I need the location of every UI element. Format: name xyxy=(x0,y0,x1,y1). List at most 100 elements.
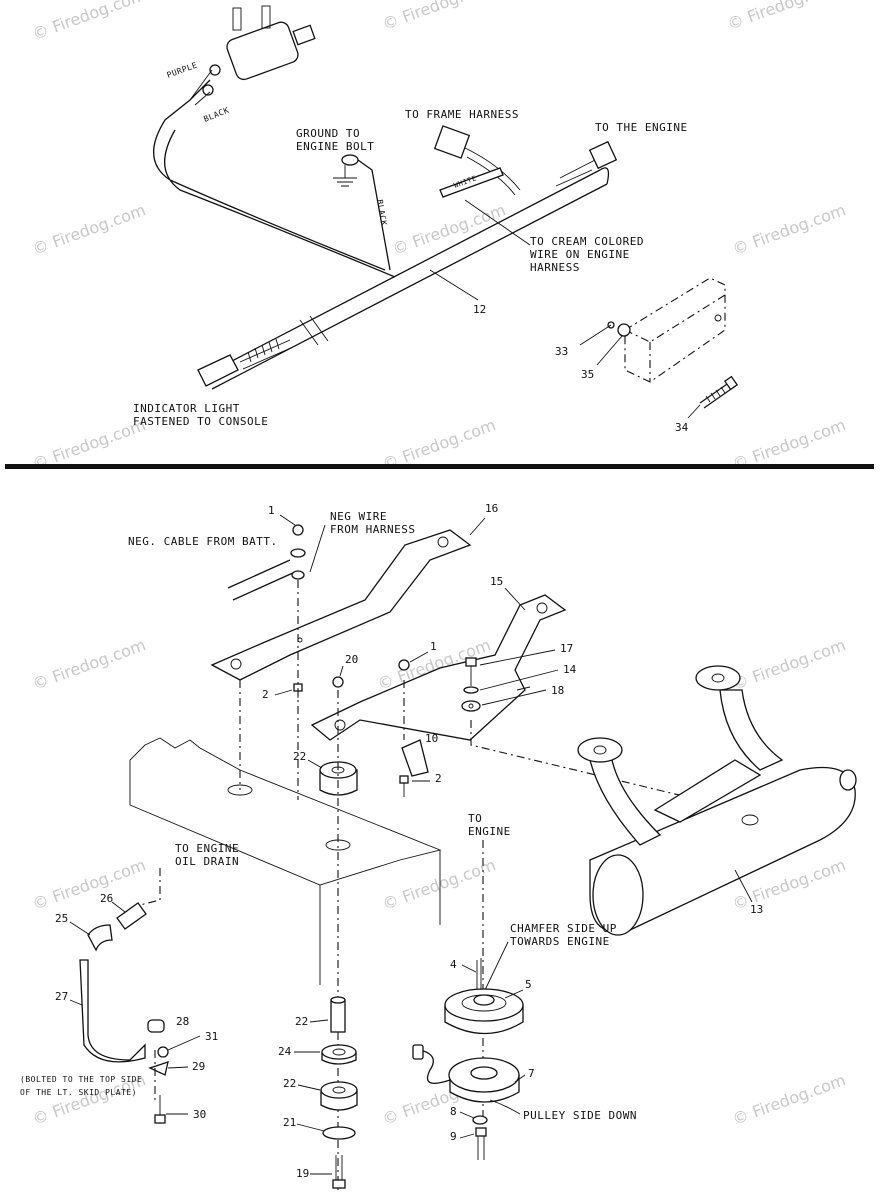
watermark: © Firedog.com xyxy=(730,635,848,694)
part-number: 33 xyxy=(555,345,568,358)
nut-1b xyxy=(398,659,410,671)
p16-leader xyxy=(469,517,486,536)
p8-leader xyxy=(459,1111,475,1119)
harness-loop xyxy=(152,79,396,278)
part-number: 24 xyxy=(278,1045,292,1058)
washer-14 xyxy=(463,686,479,694)
neg-cable-label: NEG. CABLE FROM BATT. xyxy=(128,535,278,548)
to-frame-harness-label: TO FRAME HARNESS xyxy=(405,108,519,121)
bolt-19 xyxy=(332,1155,346,1189)
pulley-5 xyxy=(444,988,524,1035)
part-number: 5 xyxy=(525,978,532,991)
plug-28 xyxy=(147,1019,165,1033)
part-number: 17 xyxy=(560,642,573,655)
part-number: 31 xyxy=(205,1030,218,1043)
neg-wire-label-2: FROM HARNESS xyxy=(330,523,415,536)
part-number: 7 xyxy=(528,1067,535,1080)
watermark: © Firedog.com xyxy=(30,855,148,914)
to-the-engine-label: TO THE ENGINE xyxy=(595,121,688,134)
part-number: 1 xyxy=(430,640,437,653)
washer-18 xyxy=(461,700,481,712)
part-number: 29 xyxy=(192,1060,205,1073)
p26-leader xyxy=(111,901,126,913)
watermark: © Firedog.com xyxy=(30,635,148,694)
neg-wire-label-1: NEG WIRE xyxy=(330,510,387,523)
part-number: 25 xyxy=(55,912,68,925)
break-mark xyxy=(299,315,329,346)
watermark: © Firedog.com xyxy=(30,0,148,44)
watermark: © Firedog.com xyxy=(30,200,148,259)
chamfer-label-1: CHAMFER SIDE UP xyxy=(510,922,617,935)
p9-leader xyxy=(459,1133,475,1139)
ground-label-1: GROUND TO xyxy=(296,127,360,140)
engine-connector xyxy=(555,140,618,187)
p17-leader xyxy=(479,649,556,666)
p1-leader xyxy=(279,514,296,526)
part-number: 13 xyxy=(750,903,763,916)
ground-symbol-icon xyxy=(333,154,359,187)
muffler-13 xyxy=(577,665,857,936)
oil-drain-centerline xyxy=(139,868,161,906)
part-number: 2 xyxy=(262,688,269,701)
engine-oil-label-2: OIL DRAIN xyxy=(175,855,239,868)
bolt-17 xyxy=(465,657,477,686)
isolator-22b xyxy=(320,1081,358,1111)
bolt-30 xyxy=(154,1095,166,1124)
safety-switch xyxy=(202,5,316,96)
p7-leader xyxy=(514,1074,526,1083)
frame-plate xyxy=(129,737,442,985)
washer-21 xyxy=(322,1126,356,1140)
watermark: © Firedog.com xyxy=(380,855,498,914)
control-module xyxy=(607,277,726,383)
negative-cable xyxy=(227,559,296,601)
cream-label-1: TO CREAM COLORED xyxy=(530,235,644,248)
black-label: BLACK xyxy=(202,106,230,124)
engine-mount-section: NEG. CABLE FROM BATT. 1 NEG WIRE FROM HA… xyxy=(20,502,857,1190)
screw-34 xyxy=(699,375,739,409)
watermark: © Firedog.com xyxy=(380,0,498,34)
part-number: 14 xyxy=(563,663,577,676)
part-number: 12 xyxy=(473,303,486,316)
p25-leader xyxy=(69,921,91,936)
p13-leader xyxy=(734,869,753,903)
frame-harness-connector xyxy=(433,125,521,196)
bolt-2b xyxy=(399,775,409,797)
part-number: 21 xyxy=(283,1116,296,1129)
harness-section: PURPLE BLACK GROUND TO ENGINE BOLT BLACK… xyxy=(133,5,739,434)
part-number: 15 xyxy=(490,575,503,588)
chamfer-label-2: TOWARDS ENGINE xyxy=(510,935,610,948)
cream-leader xyxy=(464,199,531,246)
clutch-7 xyxy=(412,1044,520,1103)
part-number: 9 xyxy=(450,1130,457,1143)
engine-oil-label-1: TO ENGINE xyxy=(175,842,239,855)
part-number: 35 xyxy=(581,368,594,381)
white-wire: WHITE xyxy=(439,167,504,198)
p22c-leader xyxy=(297,1084,321,1091)
p34-leader xyxy=(687,404,701,419)
part-number: 16 xyxy=(485,502,498,515)
part-number: 8 xyxy=(450,1105,457,1118)
clip-10 xyxy=(401,739,429,777)
nut-1 xyxy=(292,524,304,536)
bracket-16 xyxy=(210,529,472,681)
part-number: 4 xyxy=(450,958,457,971)
slot xyxy=(516,686,531,691)
ground-label-2: ENGINE BOLT xyxy=(296,140,374,153)
p33-leader xyxy=(579,324,612,346)
oil-drain-fitting xyxy=(87,902,147,952)
pulley-side-leader xyxy=(489,1099,521,1115)
part-number: 28 xyxy=(176,1015,189,1028)
part-number: 18 xyxy=(551,684,564,697)
washer-8 xyxy=(472,1115,488,1125)
part-number: 22 xyxy=(283,1077,296,1090)
p22a-leader xyxy=(307,759,323,769)
p15-leader xyxy=(504,587,526,611)
p29-leader xyxy=(167,1066,189,1069)
p12-leader xyxy=(429,269,479,301)
part-number: 27 xyxy=(55,990,68,1003)
watermark: © Firedog.com xyxy=(390,200,508,259)
indicator-plug xyxy=(197,354,239,387)
part-number: 30 xyxy=(193,1108,206,1121)
p1b-leader xyxy=(409,651,429,663)
